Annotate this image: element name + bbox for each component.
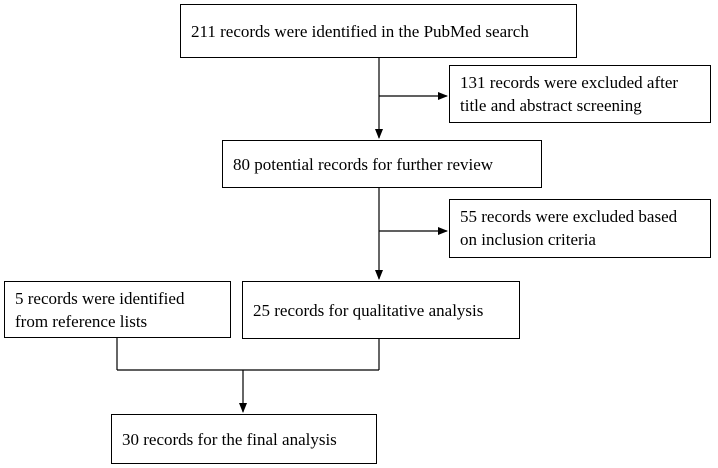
criteria-exclusion-line-1: 55 records were excluded based bbox=[460, 207, 678, 226]
criteria-exclusion-line-2: on inclusion criteria bbox=[460, 230, 596, 249]
potential-records-box: 80 potential records for further review bbox=[222, 140, 542, 188]
criteria-exclusion-box: 55 records were excluded based on inclus… bbox=[449, 199, 711, 258]
screening-exclusion-line-2: title and abstract screening bbox=[460, 96, 642, 115]
final-analysis-text: 30 records for the final analysis bbox=[122, 429, 337, 449]
qualitative-analysis-text: 25 records for qualitative analysis bbox=[253, 300, 484, 320]
screening-exclusion-line-1: 131 records were excluded after bbox=[460, 73, 679, 92]
qualitative-analysis-box: 25 records for qualitative analysis bbox=[242, 281, 520, 339]
search-box-text: 211 records were identified in the PubMe… bbox=[191, 21, 529, 41]
reference-lists-box: 5 records were identified from reference… bbox=[4, 281, 231, 338]
reference-lists-line-1: 5 records were identified bbox=[15, 289, 185, 308]
potential-records-text: 80 potential records for further review bbox=[233, 154, 494, 174]
final-analysis-box: 30 records for the final analysis bbox=[111, 414, 377, 464]
reference-lists-line-2: from reference lists bbox=[15, 312, 148, 331]
screening-exclusion-box: 131 records were excluded after title an… bbox=[449, 65, 711, 123]
search-box: 211 records were identified in the PubMe… bbox=[180, 4, 577, 58]
